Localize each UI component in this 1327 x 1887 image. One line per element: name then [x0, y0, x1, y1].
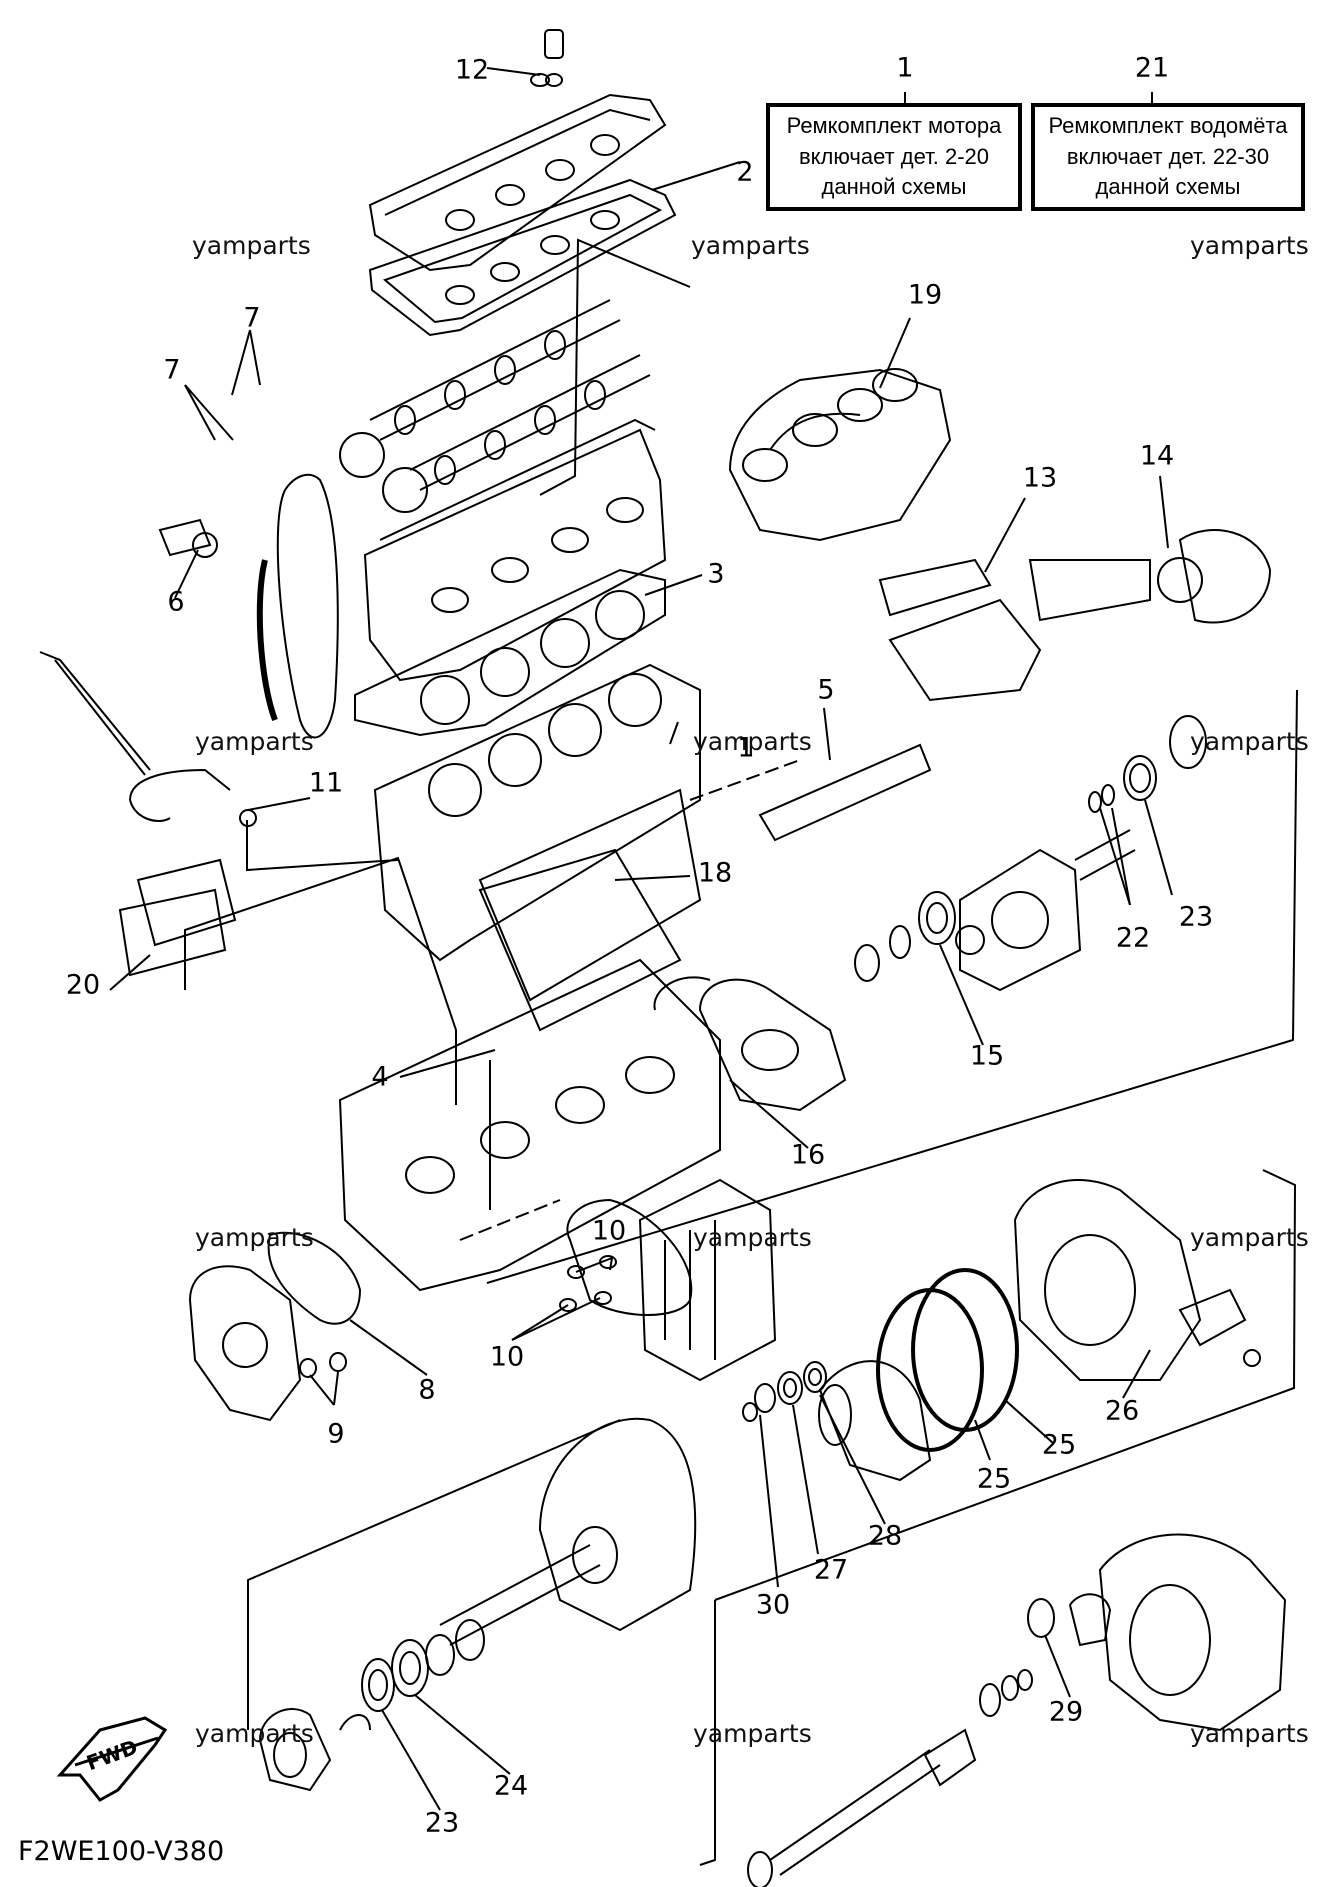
watermark: yamparts [1190, 727, 1309, 756]
shaft-seals [742, 1361, 827, 1422]
callout-28: 28 [867, 1520, 903, 1552]
impeller-sleeve [818, 1268, 1019, 1482]
callout-23: 23 [1178, 901, 1214, 933]
cylinder-head-gasket [354, 568, 666, 737]
callout-25: 25 [1041, 1429, 1077, 1461]
callout-6: 6 [167, 586, 185, 618]
watermark: yamparts [693, 1719, 812, 1748]
engine-kit-box: Ремкомплект мотора включает дет. 2-20 да… [766, 103, 1022, 211]
watermark: yamparts [693, 727, 812, 756]
callout-26: 26 [1104, 1395, 1140, 1427]
callout-22: 22 [1115, 922, 1151, 954]
bracket-lines [184, 238, 1298, 1866]
callout-30: 30 [755, 1589, 791, 1621]
callout-13: 13 [1022, 462, 1058, 494]
dipstick [39, 651, 231, 822]
driveshaft-coupler [955, 829, 1136, 992]
fwd-arrow-icon [56, 1716, 168, 1802]
generator-cover [653, 976, 847, 1112]
callout-23: 23 [424, 1807, 460, 1839]
camshafts [339, 299, 651, 513]
watermark: yamparts [693, 1223, 812, 1252]
nozzle-housing [1027, 1533, 1287, 1732]
jet-pump-kit-box: Ремкомплект водомёта включает дет. 22-30… [1031, 103, 1305, 211]
callout-10: 10 [591, 1215, 627, 1247]
callout-29: 29 [1048, 1696, 1084, 1728]
exhaust-manifold [728, 368, 1272, 702]
callout-2: 2 [736, 156, 754, 188]
cylinder-head [363, 418, 667, 682]
callout-18: 18 [697, 857, 733, 889]
intermediate-housing [439, 1417, 697, 1646]
crankcase [338, 958, 721, 1292]
cylinder-head-cover [368, 29, 667, 272]
cylinder-block [373, 663, 702, 1002]
intake-cover [638, 1178, 777, 1382]
callout-16: 16 [790, 1139, 826, 1171]
oil-seals-upper [854, 715, 1207, 982]
callout-1-lower: 1 [737, 732, 755, 764]
oil-pump-cover [188, 1265, 302, 1422]
timing-chain [158, 473, 339, 739]
watermark: yamparts [192, 231, 311, 260]
watermark: yamparts [1190, 1719, 1309, 1748]
callout-10: 10 [489, 1341, 525, 1373]
callout-7: 7 [163, 354, 181, 386]
driveshaft-bearings [258, 1619, 485, 1792]
callout-1: 1 [896, 52, 914, 84]
callout-14: 14 [1139, 440, 1175, 472]
callout-11: 11 [308, 767, 344, 799]
callout-15: 15 [969, 1040, 1005, 1072]
watermark: yamparts [1190, 231, 1309, 260]
head-cover-gasket [368, 178, 677, 337]
callout-12: 12 [454, 54, 490, 86]
callout-27: 27 [813, 1554, 849, 1586]
callout-5: 5 [817, 674, 835, 706]
callout-19: 19 [907, 279, 943, 311]
callout-3: 3 [707, 558, 725, 590]
watermark: yamparts [195, 727, 314, 756]
callout-9: 9 [327, 1418, 345, 1450]
callout-25: 25 [976, 1463, 1012, 1495]
watermark: yamparts [195, 1719, 314, 1748]
callout-8: 8 [418, 1374, 436, 1406]
watermark: yamparts [195, 1223, 314, 1252]
watermark: yamparts [1190, 1223, 1309, 1252]
jet-pump-housing [1013, 1179, 1261, 1381]
impeller-shaft [747, 1669, 1033, 1887]
diagram-code: F2WE100-V380 [18, 1836, 225, 1867]
callout-20: 20 [65, 969, 101, 1001]
leader-lines [109, 67, 1173, 1811]
callout-24: 24 [493, 1770, 529, 1802]
callout-7: 7 [243, 302, 261, 334]
callout-4: 4 [371, 1061, 389, 1093]
callout-21: 21 [1134, 52, 1170, 84]
watermark: yamparts [691, 231, 810, 260]
side-covers [118, 743, 932, 1316]
